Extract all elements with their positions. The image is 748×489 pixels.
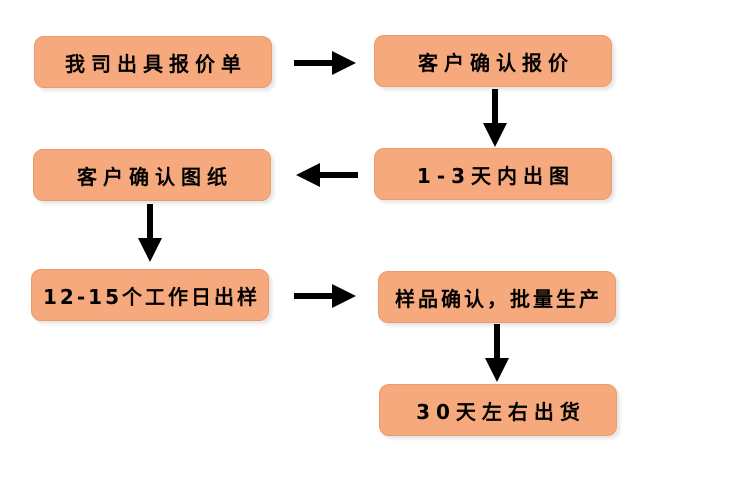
arrow-right-icon	[294, 284, 356, 308]
flow-step-label: 12-15个工作日出样	[43, 284, 260, 309]
flow-step-ship-in-about-30-days: 30天左右出货	[379, 384, 617, 436]
flow-step-label: 客户确认图纸	[77, 164, 233, 189]
flow-step-label: 样品确认，批量生产	[395, 286, 602, 311]
arrow-down-icon	[138, 204, 162, 262]
flow-step-drawings-in-1-3-days: 1-3天内出图	[374, 148, 612, 200]
flow-step-label: 客户确认报价	[418, 50, 574, 75]
flow-step-label: 30天左右出货	[416, 399, 586, 424]
arrow-down-icon	[483, 89, 507, 147]
arrow-left-icon	[296, 163, 358, 187]
flow-step-label: 1-3天内出图	[416, 163, 576, 188]
flow-step-customer-confirm-quote: 客户确认报价	[374, 35, 612, 87]
flow-step-sample-in-12-15-working-days: 12-15个工作日出样	[31, 269, 269, 321]
flow-step-customer-confirm-drawings: 客户确认图纸	[33, 149, 271, 201]
flow-step-label: 我司出具报价单	[65, 51, 247, 76]
arrow-right-icon	[294, 51, 356, 75]
arrow-down-icon	[485, 324, 509, 382]
flow-step-sample-confirm-mass-production: 样品确认，批量生产	[378, 271, 616, 323]
flow-step-issue-quote: 我司出具报价单	[34, 36, 272, 88]
